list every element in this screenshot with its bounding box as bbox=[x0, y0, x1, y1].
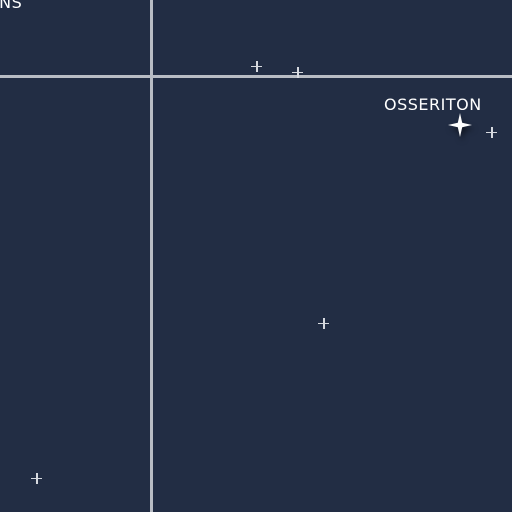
four-point-star-icon[interactable] bbox=[447, 112, 473, 138]
plus-star-icon bbox=[251, 61, 262, 72]
plus-star-icon bbox=[318, 318, 329, 329]
grid-line-horizontal bbox=[0, 75, 512, 78]
place-label-osseriton: OSSERITON bbox=[384, 95, 482, 114]
place-label-partial: ONS bbox=[0, 0, 23, 12]
plus-star-icon bbox=[31, 473, 42, 484]
plus-star-icon bbox=[486, 127, 497, 138]
grid-line-vertical bbox=[150, 0, 153, 512]
plus-star-icon bbox=[292, 67, 303, 78]
